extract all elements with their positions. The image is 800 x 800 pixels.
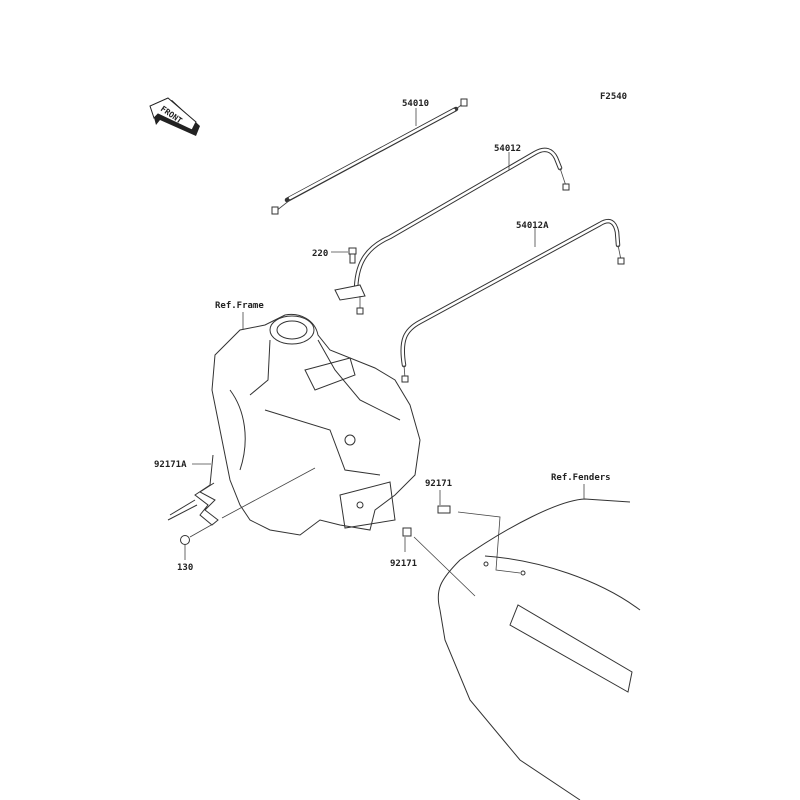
callout-54012: 54012 [494,144,521,154]
callout-220: 220 [312,249,328,259]
callout-92171-upper: 92171 [425,479,452,489]
callout-ref-frame: Ref.Frame [215,301,264,311]
clamp-92171-upper [437,490,521,574]
callout-54012a: 54012A [516,221,549,231]
callout-92171-lower: 92171 [390,559,417,569]
callout-54010: 54010 [402,99,429,109]
figure-code: F2540 [600,92,627,102]
callout-92171a: 92171A [154,460,187,470]
bolt-130 [180,523,214,560]
callout-ref-fenders: Ref.Fenders [551,473,611,483]
fender-reference [437,484,641,800]
bolt-220 [331,247,357,264]
throttle-cable-54012 [334,147,570,315]
throttle-cable-54010 [271,98,468,215]
front-arrow-icon: FRONT [149,97,200,136]
clamp-92171-lower [402,527,476,597]
callout-130: 130 [177,563,193,573]
frame-reference [211,312,421,536]
throttle-cable-54012a [400,219,625,383]
